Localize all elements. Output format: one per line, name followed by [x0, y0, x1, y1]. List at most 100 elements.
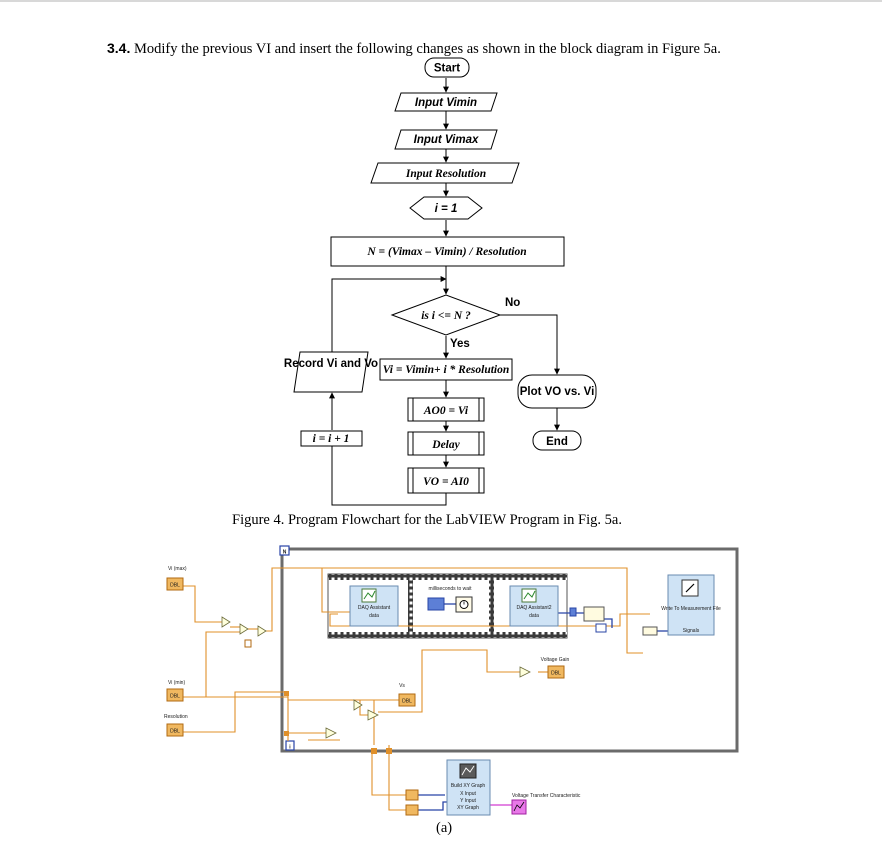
loop-index-terminal: [285, 740, 295, 751]
flow-vo-label: VO = AI0: [423, 476, 469, 488]
voltage-gain-label: Voltage Gain: [541, 657, 570, 663]
loop-count-label: N: [283, 550, 287, 556]
flow-decision: [390, 294, 502, 336]
to-dynamic-node: [642, 626, 658, 636]
x-input-label: X Input: [460, 791, 476, 797]
vimin-dbl: DBL: [170, 694, 180, 700]
tunnel-out-1: [371, 748, 377, 754]
flow-input-vimin-label: Input Vimin: [415, 97, 477, 109]
vimax-control[interactable]: [166, 577, 184, 591]
flow-compute-vi: [379, 358, 513, 381]
daq-icon: [361, 588, 377, 603]
flow-increment-label: i = i + 1: [313, 433, 350, 445]
tunnel-resolution: [284, 731, 289, 736]
for-loop: [280, 547, 739, 753]
sequence-divider-1: [408, 574, 413, 638]
flow-start-label: Start: [434, 63, 460, 75]
subtract-node: [221, 616, 231, 628]
flow-delay-label: Delay: [431, 439, 460, 451]
build-xy-title: Build XY Graph: [451, 783, 486, 789]
flow-plot-label: Plot VO vs. Vi: [520, 386, 595, 398]
flow-end: [532, 430, 582, 451]
xy-graph-icon: [459, 763, 477, 779]
blue-wires: [418, 612, 668, 811]
multiply-node: [353, 699, 363, 711]
vimax-dbl: DBL: [170, 583, 180, 589]
flow-input-vimin: [394, 92, 498, 112]
section-heading: 3.4. Modify the previous VI and insert t…: [107, 40, 721, 58]
flow-input-vimax-label: Input Vimax: [414, 134, 479, 146]
flow-plot: [517, 374, 597, 409]
flow-delay: [407, 431, 485, 456]
loop-index-label: i: [289, 745, 291, 751]
write-port: Signals: [683, 628, 700, 634]
vimin-label: Vi (min): [168, 680, 185, 686]
convert-dynamic-node: [583, 606, 605, 622]
flow-ao: [407, 397, 485, 422]
vtc-label: Voltage Transfer Characteristic: [512, 793, 581, 799]
vs-indicator: [398, 693, 416, 707]
flow-compute-n-label: N = (Vimax – Vimin) / Resolution: [366, 246, 526, 258]
tunnel-vimin: [284, 691, 289, 696]
round-node: [257, 625, 267, 637]
resolution-label: Resolution: [164, 714, 188, 720]
sequence-film-top: [328, 574, 567, 580]
flow-record-label: Record Vi and Vo: [284, 358, 378, 370]
flow-input-resolution-label: Input Resolution: [405, 168, 486, 180]
flow-compute-n: [330, 236, 565, 267]
flow-increment: [300, 430, 363, 447]
resolution-dbl: DBL: [170, 729, 180, 735]
loop-count-terminal: [279, 545, 290, 556]
figure4-caption: Figure 4. Program Flowchart for the LabV…: [232, 512, 622, 528]
voltage-gain-indicator: [547, 665, 565, 679]
wait-label: milliseconds to wait: [428, 586, 472, 592]
section-number: 3.4.: [107, 40, 131, 56]
wait-constant[interactable]: [427, 597, 445, 611]
flow-init-i-label: i = 1: [435, 203, 458, 215]
section-text: Modify the previous VI and insert the fo…: [133, 41, 721, 57]
flowchart: Start Input Vimin Input Vimax Input Reso…: [284, 57, 597, 506]
flow-end-label: End: [546, 436, 568, 448]
vs-dbl: DBL: [402, 699, 412, 705]
flow-input-resolution: [370, 162, 520, 184]
to-integer-node: [244, 639, 252, 648]
resolution-control[interactable]: [166, 723, 184, 737]
top-border: [0, 0, 882, 2]
flow-vo: [407, 467, 485, 494]
sequence-divider-2: [489, 574, 494, 638]
daq1-title: DAQ Assistant: [358, 605, 391, 611]
merge-node: [569, 607, 577, 617]
x-array-node: [405, 789, 419, 801]
vs-label: Vs: [399, 683, 405, 689]
flow-decision-label: is i <= N ?: [421, 310, 471, 322]
flow-record: [293, 351, 369, 393]
vimin-control[interactable]: [166, 688, 184, 702]
write-title: Write To Measurement File: [661, 606, 721, 612]
block-diagram: N i: [164, 545, 739, 816]
flow-compute-vi-label: Vi = Vimin+ i * Resolution: [383, 364, 510, 376]
voltage-gain-dbl: DBL: [551, 671, 561, 677]
daq2-title: DAQ Assistant2: [516, 605, 551, 611]
xy-graph-port: XY Graph: [457, 805, 479, 811]
daq2-wave-icon: [523, 590, 536, 600]
flow-record-text: Record Vi and Vo: [284, 358, 378, 370]
figure5a-caption: (a): [436, 820, 453, 836]
daq2-port: data: [529, 613, 539, 619]
increment-node: [325, 727, 337, 739]
add-node: [367, 709, 379, 721]
orange-wires: [183, 567, 650, 811]
divide-node: [239, 623, 249, 635]
flow-no-label: No: [505, 297, 520, 309]
flow-input-vimax: [394, 129, 498, 150]
flow-init-i: [409, 196, 483, 220]
write-title-text: Write To Measurement File: [661, 606, 721, 612]
gain-divide-node: [519, 666, 531, 678]
daq-wave-icon: [363, 590, 376, 600]
tunnel-out-2: [386, 748, 392, 754]
y-array-node: [405, 804, 419, 816]
flow-yes-label: Yes: [450, 338, 470, 350]
daq1-port: data: [369, 613, 379, 619]
vimax-label: Vi (max): [168, 566, 187, 572]
daq2-icon: [521, 588, 537, 603]
